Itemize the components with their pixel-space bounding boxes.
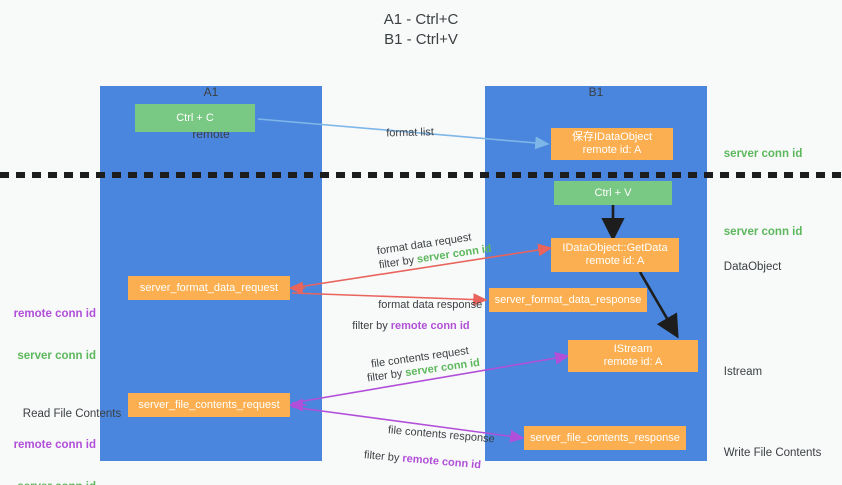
edge-filter-value-2: remote conn id xyxy=(390,320,470,332)
edge-filter-value-4: remote conn id xyxy=(401,452,482,472)
label-conn-stack-file: remote conn id server conn id xyxy=(0,410,96,485)
label-read-file-contents-text: Read File Contents xyxy=(22,408,122,420)
label-write-file-contents: Write File Contents xyxy=(711,431,822,476)
edge-filter-prefix-1: filter by xyxy=(378,253,418,272)
label-server-conn-top: server conn id xyxy=(711,132,803,177)
node-server-format-data-response[interactable]: server_format_data_response xyxy=(489,288,647,312)
page-title: A1 - Ctrl+C B1 - Ctrl+V xyxy=(383,11,459,48)
node-file-response-label: server_file_contents_response xyxy=(530,431,680,444)
node-ctrl-c[interactable]: Ctrl + C xyxy=(135,104,255,132)
node-getdata-line2: remote id: A xyxy=(585,255,645,267)
label-data-object-text: DataObject xyxy=(723,261,782,273)
label-conn-stack-format: remote conn id server conn id xyxy=(0,279,96,391)
node-save-idataobject-line2: remote id: A xyxy=(582,144,642,156)
node-save-idataobject[interactable]: 保存IDataObject remote id: A xyxy=(551,128,673,160)
phase-divider xyxy=(0,172,842,178)
edge-filter-value-3: server conn id xyxy=(404,356,481,380)
node-getdata-line1: IDataObject::GetData xyxy=(562,242,668,254)
edge-label-format-data-response-text: format data response xyxy=(378,299,483,311)
label-server-conn-1: server conn id xyxy=(17,350,96,362)
edge-filter-prefix-3: filter by xyxy=(366,367,407,385)
column-header-b1-name: B1 xyxy=(588,85,604,99)
node-istream-line2: remote id: A xyxy=(603,356,663,368)
edge-label-format-list-text: format list xyxy=(386,126,435,140)
edge-label-format-data-response-filter: filter by remote conn id xyxy=(340,305,470,347)
node-istream-line1: IStream xyxy=(613,343,653,355)
label-server-conn-top-text: server conn id xyxy=(723,148,803,160)
label-data-object: DataObject xyxy=(711,245,782,290)
label-server-conn-2: server conn id xyxy=(0,480,96,485)
node-ctrl-v-label: Ctrl + V xyxy=(594,186,632,199)
node-format-request-label: server_format_data_request xyxy=(139,281,279,294)
node-server-file-contents-request[interactable]: server_file_contents_request xyxy=(128,393,290,417)
label-remote-conn-1: remote conn id xyxy=(13,308,96,320)
node-ctrl-v[interactable]: Ctrl + V xyxy=(554,181,672,205)
edge-filter-prefix-4: filter by xyxy=(363,449,403,465)
edge-filter-value-1: server conn id xyxy=(416,242,493,266)
node-format-response-label: server_format_data_response xyxy=(494,293,642,306)
node-server-format-data-request[interactable]: server_format_data_request xyxy=(128,276,290,300)
label-istream-text: Istream xyxy=(723,366,763,378)
column-header-a1-name: A1 xyxy=(203,85,219,99)
label-server-conn-mid: server conn id xyxy=(711,210,803,255)
label-remote-conn-2: remote conn id xyxy=(13,439,96,451)
label-read-file-contents: Read File Contents xyxy=(10,392,121,437)
node-istream[interactable]: IStream remote id: A xyxy=(568,340,698,372)
node-ctrl-c-label: Ctrl + C xyxy=(176,111,214,124)
node-idataobject-getdata[interactable]: IDataObject::GetData remote id: A xyxy=(551,238,679,272)
node-file-request-label: server_file_contents_request xyxy=(138,398,280,411)
label-istream: Istream xyxy=(711,350,762,395)
edge-label-format-data-response: format data response xyxy=(366,284,482,326)
node-save-idataobject-line1: 保存IDataObject xyxy=(571,131,653,143)
label-write-file-contents-text: Write File Contents xyxy=(723,447,822,459)
label-server-conn-mid-text: server conn id xyxy=(723,226,803,238)
node-server-file-contents-response[interactable]: server_file_contents_response xyxy=(524,426,686,450)
edge-label-format-list: format list xyxy=(373,111,434,155)
edge-filter-prefix-2: filter by xyxy=(352,320,391,332)
